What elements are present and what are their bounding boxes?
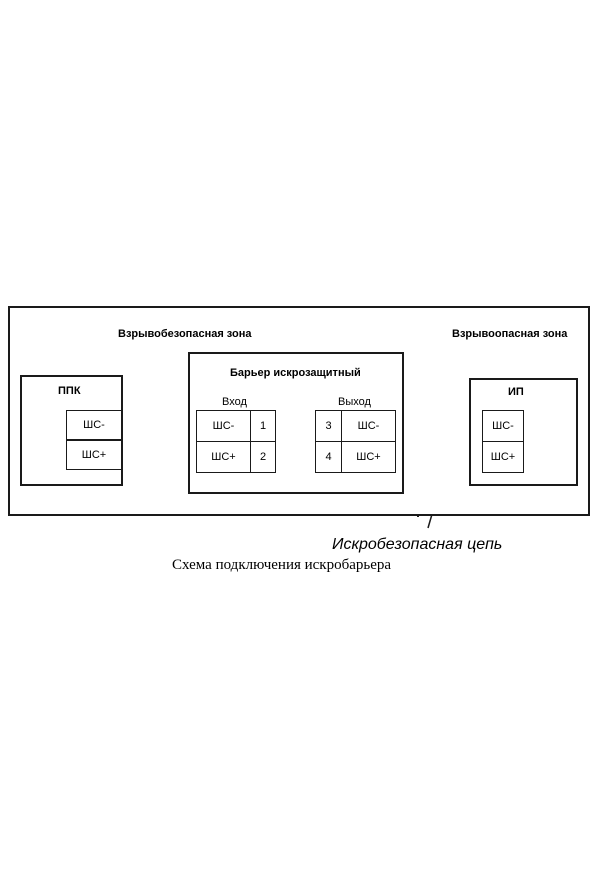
barrier-output-terminal-plus: ШС+ [341, 441, 396, 473]
barrier-input-terminal-plus: ШС+ [196, 441, 251, 473]
barrier-block [188, 352, 404, 494]
diagram-caption: Схема подключения искробарьера [172, 557, 392, 573]
barrier-title: Барьер искрозащитный [230, 367, 361, 379]
hazard-zone-label: Взрывоопасная зона [452, 328, 568, 340]
ip-terminal-plus: ШС+ [482, 441, 524, 473]
barrier-input-terminal-minus: ШС- [196, 410, 251, 442]
ip-terminal-minus: ШС- [482, 410, 524, 442]
barrier-input-number-1: 1 [250, 410, 276, 442]
barrier-output-number-3: 3 [315, 410, 342, 442]
ppk-title: ППК [58, 385, 81, 397]
ip-title: ИП [508, 386, 524, 398]
barrier-input-label: Вход [222, 396, 247, 408]
barrier-output-terminal-minus: ШС- [341, 410, 396, 442]
ppk-terminal-plus: ШС+ [66, 440, 122, 470]
ppk-terminal-minus: ШС- [66, 410, 122, 440]
intrinsic-safety-annotation: Искробезопасная цепь [332, 536, 503, 553]
safe-zone-label: Взрывобезопасная зона [118, 328, 252, 340]
barrier-output-label: Выход [338, 396, 371, 408]
barrier-output-number-4: 4 [315, 441, 342, 473]
barrier-input-number-2: 2 [250, 441, 276, 473]
